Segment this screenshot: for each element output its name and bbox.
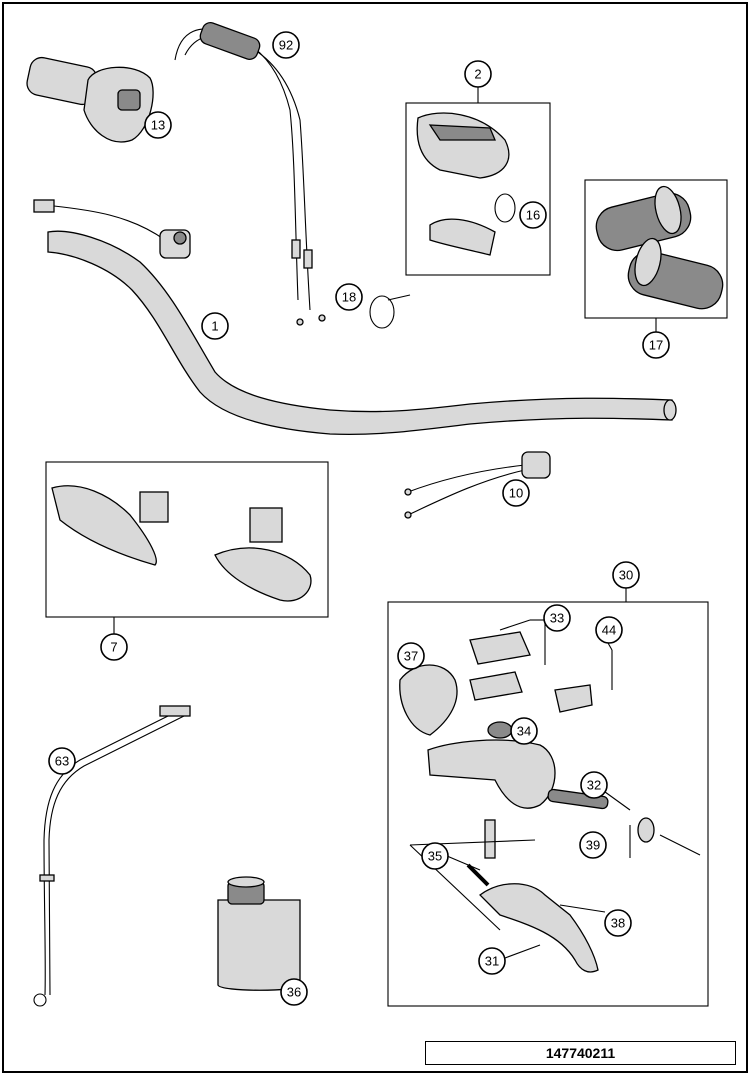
callout-1: 1 — [201, 312, 229, 340]
callout-37: 37 — [397, 642, 425, 670]
svg-text:34: 34 — [517, 724, 531, 739]
svg-text:31: 31 — [485, 954, 499, 969]
callout-36: 36 — [280, 978, 308, 1006]
document-number: 147740211 — [425, 1041, 736, 1065]
brake-group-box — [387, 601, 709, 1007]
svg-text:10: 10 — [509, 486, 523, 501]
cable-tie-part — [369, 294, 411, 329]
callout-63: 63 — [48, 747, 76, 775]
callout-13: 13 — [144, 111, 172, 139]
svg-text:30: 30 — [619, 568, 633, 583]
throttle-cable-part — [174, 22, 326, 326]
svg-text:39: 39 — [586, 838, 600, 853]
callout-32: 32 — [580, 771, 608, 799]
callout-10: 10 — [502, 479, 530, 507]
callout-39: 39 — [579, 831, 607, 859]
callout-92: 92 — [272, 31, 300, 59]
callout-17: 17 — [642, 331, 670, 359]
callout-18: 18 — [335, 283, 363, 311]
brake-fluid-can-part — [217, 876, 301, 991]
svg-text:92: 92 — [279, 38, 293, 53]
svg-text:36: 36 — [287, 985, 301, 1000]
handguard-part — [51, 485, 312, 602]
callout-2: 2 — [464, 60, 492, 88]
svg-text:7: 7 — [110, 640, 117, 655]
svg-text:13: 13 — [151, 118, 165, 133]
callout-16: 16 — [519, 201, 547, 229]
callout-34: 34 — [510, 717, 538, 745]
svg-text:35: 35 — [428, 849, 442, 864]
callout-30: 30 — [612, 561, 640, 589]
grips-part — [595, 185, 724, 310]
svg-text:17: 17 — [649, 338, 663, 353]
svg-text:16: 16 — [526, 208, 540, 223]
svg-text:38: 38 — [611, 916, 625, 931]
callout-7: 7 — [100, 633, 128, 661]
handguard-group-box — [45, 461, 329, 618]
brake-hose-part — [33, 705, 191, 1007]
callout-35: 35 — [421, 842, 449, 870]
callout-33: 33 — [543, 604, 571, 632]
switch-part — [416, 112, 516, 256]
kill-switch-part — [33, 199, 191, 259]
svg-text:1: 1 — [211, 319, 218, 334]
callout-31: 31 — [478, 947, 506, 975]
svg-text:32: 32 — [587, 778, 601, 793]
clutch-switch-part — [404, 451, 551, 519]
callout-44: 44 — [595, 616, 623, 644]
handlebar-part — [47, 230, 677, 436]
svg-text:33: 33 — [550, 611, 564, 626]
svg-text:18: 18 — [342, 290, 356, 305]
svg-text:44: 44 — [602, 623, 616, 638]
brake-parts — [399, 631, 701, 973]
svg-text:2: 2 — [474, 67, 481, 82]
throttle-grip-part — [26, 56, 154, 143]
callout-38: 38 — [604, 909, 632, 937]
svg-text:37: 37 — [404, 649, 418, 664]
svg-text:63: 63 — [55, 754, 69, 769]
